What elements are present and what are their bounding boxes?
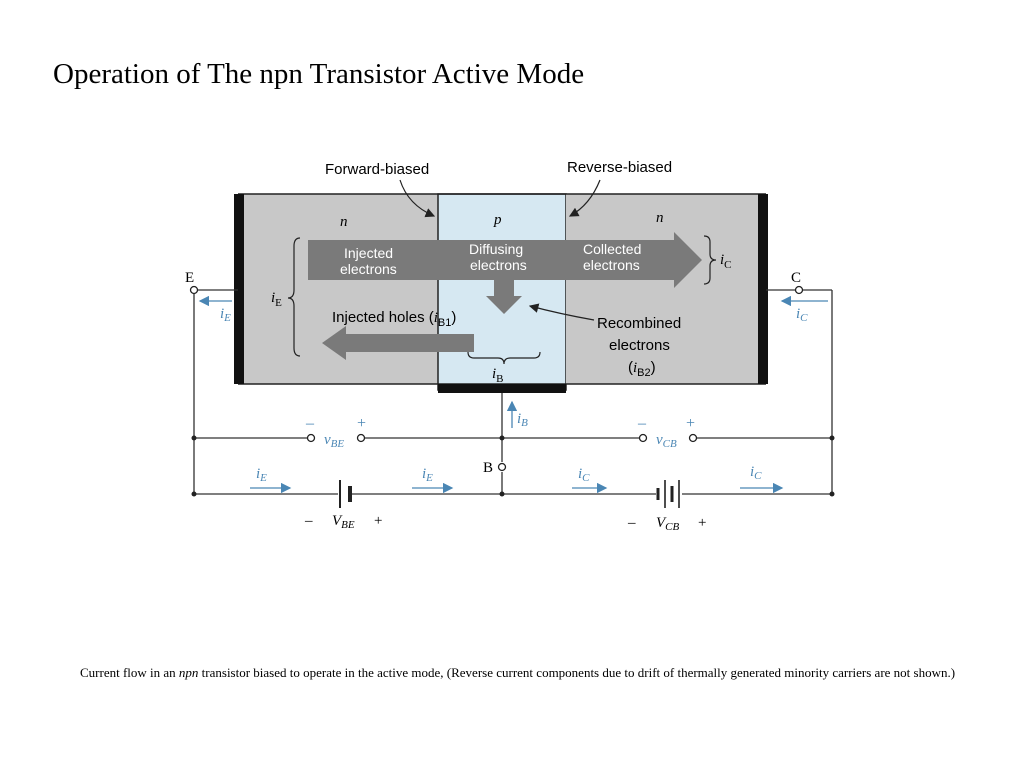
p-base-label: p xyxy=(493,212,502,228)
vcb-battery-plus: + xyxy=(698,515,706,531)
ie-brace-label: iE xyxy=(271,290,282,309)
vcb-battery-minus: – xyxy=(627,515,636,531)
base-terminal xyxy=(497,462,507,472)
ib2-label: (iB2) xyxy=(628,359,656,379)
recombination-arrow xyxy=(486,280,522,314)
vbe-battery-label: VBE xyxy=(332,513,355,531)
ie-label-bottom-1: iE xyxy=(256,466,267,484)
reverse-biased-label: Reverse-biased xyxy=(567,159,672,176)
collected-electrons-label: Collected electrons xyxy=(583,241,645,273)
vcb-label: vCB xyxy=(656,432,677,450)
emitter-contact xyxy=(234,194,244,384)
base-contact xyxy=(438,384,566,393)
ic-label-right: iC xyxy=(796,306,808,324)
recombined-electrons-label: Recombined electrons xyxy=(597,315,685,354)
ic-label-bottom-1: iC xyxy=(578,466,590,484)
vcb-plus: + xyxy=(686,415,695,432)
diffusing-electrons-label: Diffusing electrons xyxy=(469,241,527,273)
ie-label-left: iE xyxy=(220,306,231,324)
vbe-plus: + xyxy=(357,415,366,432)
ib-brace-label: iB xyxy=(492,366,504,385)
figure-caption: Current flow in an npn transistor biased… xyxy=(80,665,956,680)
collector-contact xyxy=(758,194,768,384)
terminal-b-label: B xyxy=(483,460,493,476)
injected-holes-label: Injected holes (iB1) xyxy=(332,309,456,329)
emitter-region xyxy=(238,194,438,384)
emitter-terminal xyxy=(189,285,199,295)
electron-flow-arrow xyxy=(308,232,702,288)
vbe-battery-minus: – xyxy=(304,513,313,529)
vcb-battery-label: VCB xyxy=(656,515,680,533)
vbe-battery-plus: + xyxy=(374,513,382,529)
ic-brace-label: iC xyxy=(720,252,732,271)
vbe-minus: – xyxy=(305,415,315,432)
vcb-minus: – xyxy=(637,415,647,432)
collector-terminal xyxy=(794,285,804,295)
forward-biased-label: Forward-biased xyxy=(325,161,429,178)
vcb-battery xyxy=(656,480,680,508)
page-title: Operation of The npn Transistor Active M… xyxy=(53,58,585,90)
holes-arrow xyxy=(322,326,474,360)
ib-label-lead: iB xyxy=(517,411,528,429)
ic-label-bottom-2: iC xyxy=(750,464,762,482)
collector-region xyxy=(566,194,766,384)
injected-electrons-label: Injected electrons xyxy=(340,245,397,277)
ie-label-bottom-2: iE xyxy=(422,466,433,484)
n-emitter-label: n xyxy=(340,214,348,230)
terminal-e-label: E xyxy=(185,270,194,286)
vbe-label: vBE xyxy=(324,432,344,450)
terminal-c-label: C xyxy=(791,270,801,286)
n-collector-label: n xyxy=(656,210,664,226)
